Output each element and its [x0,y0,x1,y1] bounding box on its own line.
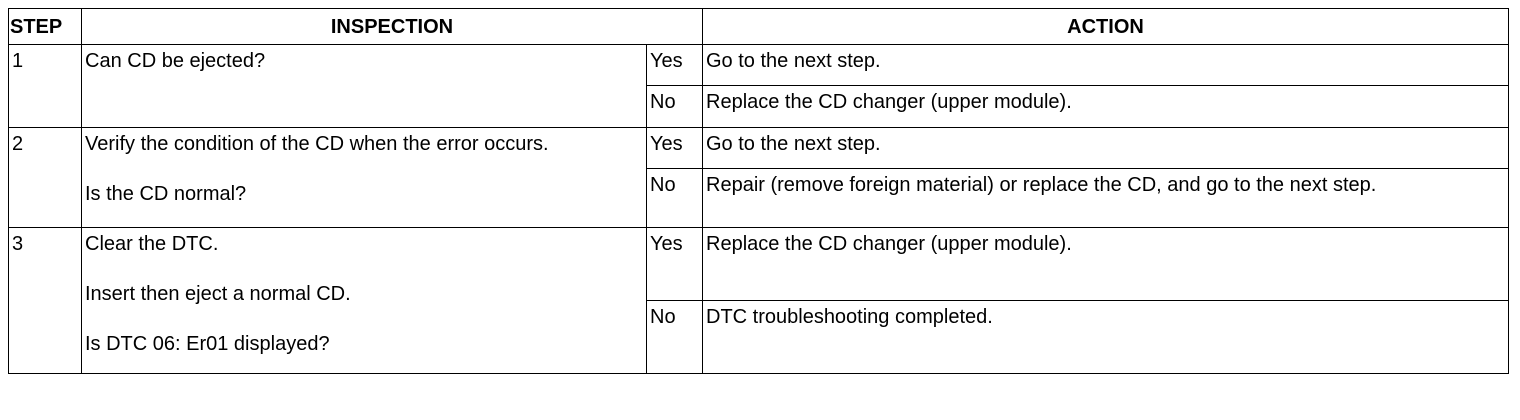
inspection-text: Clear the DTC. [85,233,219,255]
step-column-header: STEP [8,8,82,45]
step-number: 1 [8,44,82,128]
table-row: No Replace the CD changer (upper module)… [9,85,1509,128]
action-text: Go to the next step. [702,127,1509,169]
table-row: 3 Clear the DTC. Insert then eject a nor… [8,227,1509,374]
inspection-column-header: INSPECTION [81,8,703,45]
no-label: No [646,85,703,128]
inspection-text: Can CD be ejected? [85,50,266,72]
inspection-text: Verify the condition of the CD when the … [85,133,549,155]
step-number: 3 [8,227,82,374]
inspection-cell: Can CD be ejected? [81,44,647,128]
table-row: 2 Verify the condition of the CD when th… [8,127,1509,228]
no-label: No [646,300,703,374]
troubleshooting-table: STEP INSPECTION ACTION 1 Can CD be eject… [8,8,1509,374]
no-label: No [646,168,703,228]
action-text: Go to the next step. [702,44,1509,86]
yes-label: Yes [646,227,703,301]
inspection-cell: Verify the condition of the CD when the … [81,127,647,228]
table-row: No DTC troubleshooting completed. [9,300,1509,374]
action-text: DTC troubleshooting completed. [702,300,1509,374]
action-text: Replace the CD changer (upper module). [702,227,1509,301]
inspection-cell: Clear the DTC. Insert then eject a norma… [81,227,647,374]
action-column-header: ACTION [702,8,1509,45]
action-text: Repair (remove foreign material) or repl… [702,168,1509,228]
yes-label: Yes [646,44,703,86]
action-text: Replace the CD changer (upper module). [702,85,1509,128]
header-row: STEP INSPECTION ACTION [8,8,1509,45]
table-row: 1 Can CD be ejected? Yes Go to the next … [8,44,1509,128]
table-row: No Repair (remove foreign material) or r… [9,168,1509,228]
yes-label: Yes [646,127,703,169]
procedure-table-wrapper: STEP INSPECTION ACTION 1 Can CD be eject… [8,8,1509,374]
inspection-text: Is the CD normal? [85,183,247,205]
inspection-text: Insert then eject a normal CD. [85,283,351,305]
step-number: 2 [8,127,82,228]
inspection-text: Is DTC 06: Er01 displayed? [85,333,330,355]
